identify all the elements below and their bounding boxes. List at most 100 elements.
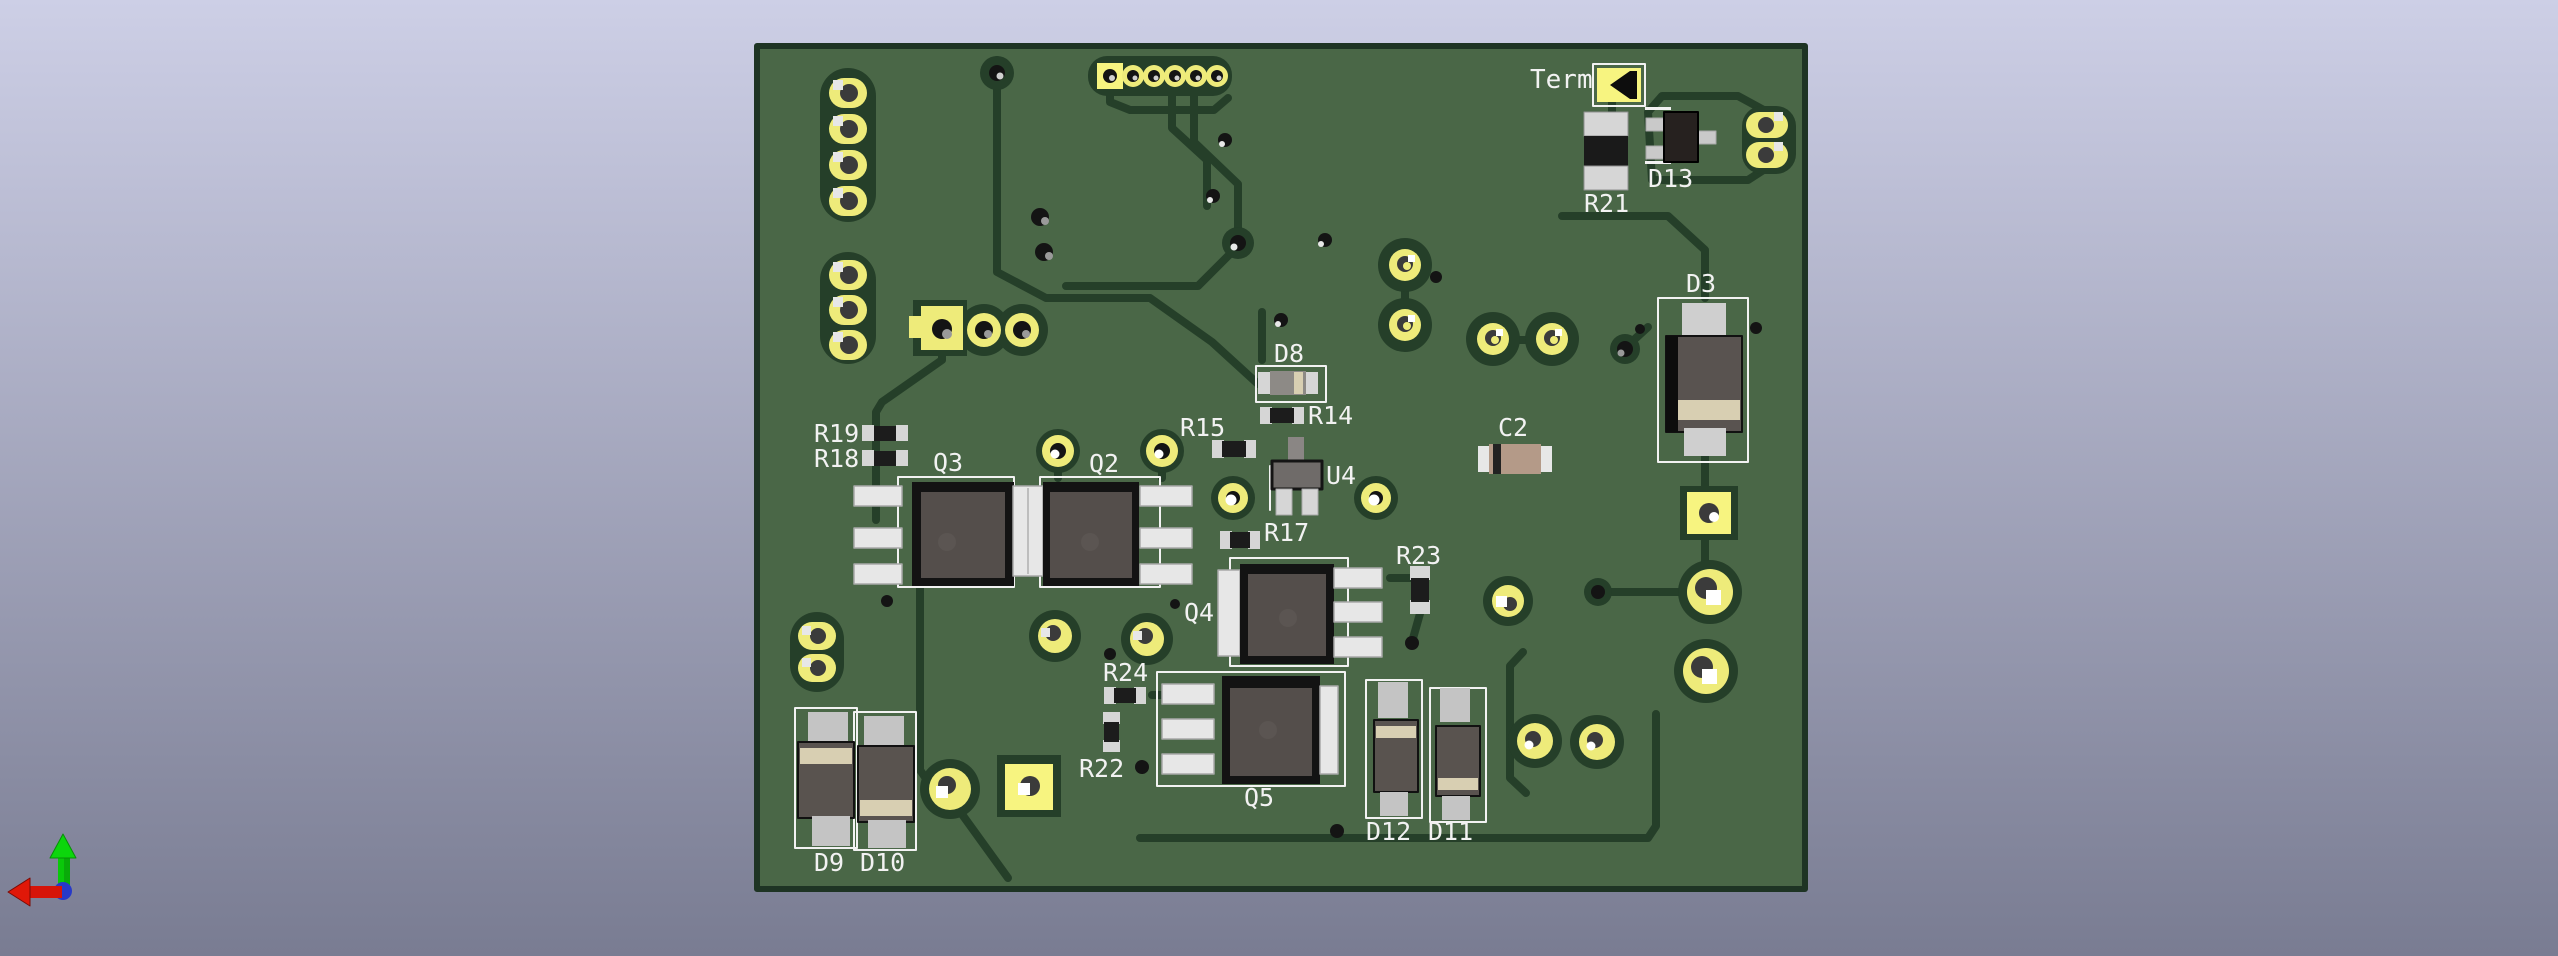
q3-lead <box>853 563 903 585</box>
trace <box>1506 648 1530 797</box>
d8-stripe <box>1294 372 1303 394</box>
via <box>881 595 893 607</box>
silkscreen-outline-d3 <box>1657 297 1749 463</box>
pin-end <box>1133 631 1142 640</box>
drill-hole <box>1190 70 1202 82</box>
r22-cap <box>1103 712 1120 724</box>
r17-cap <box>1220 531 1232 549</box>
silkscreen-tick <box>1645 161 1671 164</box>
d12-stripe <box>1376 726 1416 738</box>
label-q3: Q3 <box>933 448 963 477</box>
q5-lead <box>1161 753 1215 775</box>
r19-cap <box>862 425 874 441</box>
q5-lead <box>1161 718 1215 740</box>
label-r18: R18 <box>814 444 859 473</box>
pin <box>840 156 858 174</box>
label-r14: R14 <box>1308 401 1353 430</box>
via <box>1104 648 1116 660</box>
axis-x-arrow-shaft <box>28 886 62 898</box>
r14-body <box>1270 408 1294 423</box>
label-q5: Q5 <box>1244 783 1274 812</box>
q4-lead <box>1333 601 1383 623</box>
r18-body <box>874 451 896 466</box>
term-pad-marker <box>1630 71 1637 99</box>
q3-lead <box>853 485 903 507</box>
via <box>1330 824 1344 838</box>
pin-glint <box>1225 494 1237 506</box>
label-d8: D8 <box>1274 339 1304 368</box>
pin-glint <box>1617 349 1625 357</box>
trace <box>952 802 1012 882</box>
silkscreen-outline-q5 <box>1156 671 1346 787</box>
label-d13: D13 <box>1648 164 1693 193</box>
label-r15: R15 <box>1180 413 1225 442</box>
pin-hole <box>1403 262 1411 270</box>
term-pad-outline <box>1592 63 1646 107</box>
silkscreen-outline-d12 <box>1365 679 1423 819</box>
d9-lead <box>812 816 850 846</box>
r17-body <box>1230 532 1250 548</box>
pin-glint <box>942 329 952 339</box>
pin-end <box>1706 590 1721 605</box>
d12-lead <box>1380 792 1408 816</box>
pin-end <box>833 332 843 342</box>
r24-cap <box>1134 687 1146 704</box>
pin-end <box>1018 783 1030 795</box>
trace <box>872 348 946 524</box>
r18-cap <box>896 450 908 466</box>
pin-end <box>1774 112 1783 121</box>
u4-body <box>1270 459 1324 491</box>
d3-lead <box>1682 303 1726 339</box>
drill-hole <box>1127 70 1139 82</box>
label-q4: Q4 <box>1184 598 1214 627</box>
axis-y-arrow-shade <box>64 856 70 894</box>
d13-lead <box>1697 130 1717 145</box>
r21-cap <box>1583 111 1629 137</box>
drill-hole <box>1169 70 1181 82</box>
q2-lead <box>1139 485 1193 507</box>
trace <box>993 56 1262 388</box>
pin-glint <box>1195 75 1201 81</box>
pin-end <box>1408 255 1415 262</box>
d10-stripe <box>860 800 912 816</box>
r15-cap <box>1244 440 1256 458</box>
r19-cap <box>896 425 908 441</box>
pin-glint <box>1132 75 1138 81</box>
via <box>1405 636 1419 650</box>
q2-lead <box>1139 563 1193 585</box>
r24-cap <box>1104 687 1116 704</box>
pin-glint <box>1524 740 1534 750</box>
label-r17: R17 <box>1264 518 1309 547</box>
q5-lead <box>1161 683 1215 705</box>
r17-cap <box>1248 531 1260 549</box>
r22-cap <box>1103 740 1120 752</box>
label-r23: R23 <box>1396 541 1441 570</box>
label-d12: D12 <box>1366 817 1411 846</box>
label-d10: D10 <box>860 848 905 877</box>
drill-hole <box>1211 70 1223 82</box>
r15-cap <box>1212 440 1224 458</box>
label-d3: D3 <box>1686 269 1716 298</box>
trace <box>1062 242 1242 290</box>
trace <box>1558 212 1709 302</box>
q5-dimple <box>1259 721 1277 739</box>
pin-end <box>936 786 948 798</box>
pin-end <box>1496 329 1503 336</box>
label-c2: C2 <box>1498 413 1528 442</box>
copper-clearance <box>820 68 876 222</box>
q5-tab <box>1319 685 1339 775</box>
label-u4: U4 <box>1326 461 1356 490</box>
d10-lead <box>864 716 904 750</box>
q3-lead <box>853 527 903 549</box>
via <box>1170 599 1180 609</box>
pin <box>840 84 858 102</box>
pin <box>810 628 826 644</box>
tab-gap <box>1027 488 1029 574</box>
pin-end <box>802 626 811 635</box>
axis-x-arrow-head <box>7 877 31 907</box>
silkscreen-outline-d8 <box>1255 365 1327 403</box>
pad-tab <box>909 316 921 338</box>
d10-lead <box>868 820 906 848</box>
pin-glint <box>1709 512 1719 522</box>
